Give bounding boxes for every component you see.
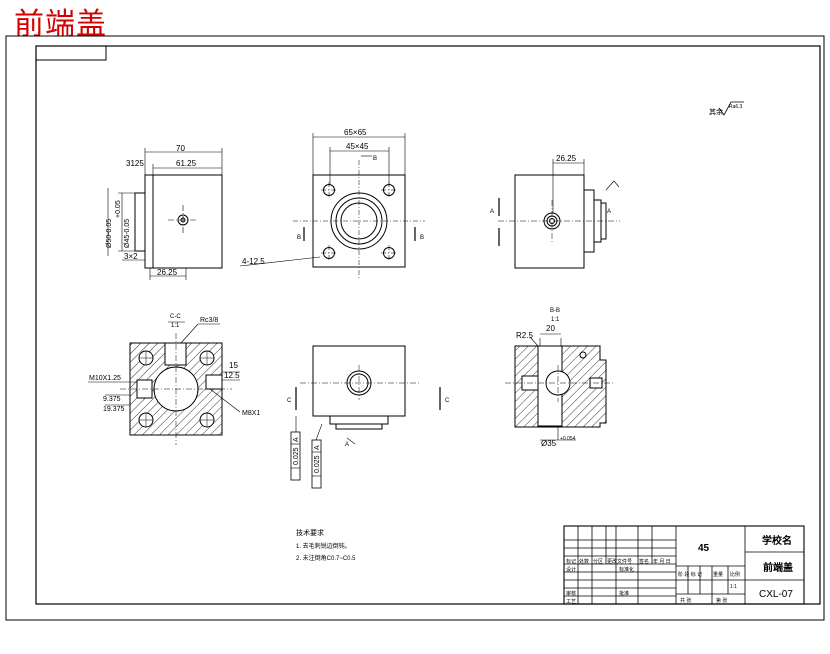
surface-mark-label: 其余 xyxy=(709,107,723,116)
title-material: 45 xyxy=(698,543,710,554)
dim-dia35: Ø35 xyxy=(541,439,557,448)
dim-19-375: 19.375 xyxy=(103,406,125,413)
inner-border xyxy=(35,45,821,605)
right-view xyxy=(498,159,620,269)
title-tab xyxy=(35,45,107,61)
section-c-right: C xyxy=(445,398,450,404)
notes-line-2: 2. 未注倒角C0.7~C0.5 xyxy=(296,554,356,562)
label-m8: M8X1 xyxy=(242,410,260,417)
title-block xyxy=(563,525,805,605)
section-cc-view xyxy=(88,321,241,445)
title-mid-label-1: 批准 xyxy=(619,590,629,597)
dim-65x65: 65×65 xyxy=(344,128,367,137)
section-bb-view xyxy=(505,333,615,441)
dim-dia45: Ø45-0.05 xyxy=(124,219,131,248)
title-scale-label: 比例 xyxy=(730,571,740,578)
title-col-label-1: 分区 xyxy=(593,558,603,565)
dim-r2-5: R2.5 xyxy=(516,331,533,340)
dim-chamfer: 3×2 xyxy=(124,252,138,261)
dim-12-5: 12.5 xyxy=(224,371,240,380)
dim-70: 70 xyxy=(176,144,185,153)
section-b-top: B xyxy=(373,156,377,162)
dim-61-25: 61.25 xyxy=(176,159,197,168)
tol-frame-1-value: 0.025 xyxy=(293,447,300,465)
section-bb-title: B-B xyxy=(550,308,560,314)
title-col-label-4: 年 月 日 xyxy=(653,558,671,565)
dim-dia50: Ø50-0.05 xyxy=(106,219,113,248)
dim-26-25-right: 26.25 xyxy=(556,154,577,163)
left-view xyxy=(107,148,223,280)
section-a-right: A xyxy=(607,209,611,215)
section-cc-scale: 1:1 xyxy=(171,323,180,329)
outer-border xyxy=(5,35,825,621)
document-title: 前端盖 xyxy=(14,7,107,42)
title-stage-label: 阶 段 标 记 xyxy=(678,571,702,578)
front-middle-view xyxy=(290,345,441,489)
title-col-label-2: 更改文件号 xyxy=(607,558,632,565)
section-c-left: C xyxy=(287,398,292,404)
title-mid-label-0: 标准化 xyxy=(619,566,634,573)
title-weight-label: 重量 xyxy=(713,571,723,578)
title-row-label-3: 工艺 xyxy=(566,599,576,605)
title-col-label-0: 处数 xyxy=(579,558,589,565)
dim-45x45: 45×45 xyxy=(346,142,369,151)
dim-dia35-tol: +0.054 xyxy=(560,436,576,442)
title-row-label-0: 标记 xyxy=(566,558,576,565)
section-b-right: B xyxy=(420,235,424,241)
dim-tol-pos: +0.05 xyxy=(115,200,122,218)
dim-26-25-left: 26.25 xyxy=(157,268,178,277)
title-school: 学校名 xyxy=(762,534,792,547)
surface-roughness-mark: 其余 Ra6.3 xyxy=(709,101,744,116)
notes-line-1: 1. 去毛刺锐边倒钝。 xyxy=(296,542,351,550)
dim-holes: 4-12.5 xyxy=(242,257,265,266)
title-row-label-1: 设计 xyxy=(566,566,576,573)
title-drawing-no: CXL-07 xyxy=(759,589,793,600)
section-cc-title: C-C xyxy=(170,314,181,320)
section-a-left: A xyxy=(490,209,494,215)
dim-20: 20 xyxy=(546,324,555,333)
title-sheet-no: 第 张 xyxy=(716,597,727,604)
label-m10: M10X1.25 xyxy=(89,375,121,382)
dim-3125: 3125 xyxy=(126,159,144,168)
tol-frame-2-ref: A xyxy=(314,445,321,450)
label-rc38: Rc3/8 xyxy=(200,317,218,324)
top-middle-view xyxy=(239,133,425,280)
title-row-label-2: 审核 xyxy=(566,590,576,597)
datum-a: A xyxy=(345,442,349,448)
title-part-name: 前端盖 xyxy=(763,561,793,574)
title-col-label-3: 签名 xyxy=(639,558,649,565)
dim-9-375: 9.375 xyxy=(103,396,121,403)
dim-15: 15 xyxy=(229,361,238,370)
section-bb-scale: 1:1 xyxy=(551,317,560,323)
title-scale-value: 1:1 xyxy=(730,584,737,590)
section-b-left: B xyxy=(297,235,301,241)
tol-frame-1-ref: A xyxy=(293,437,300,442)
notes-heading: 技术要求 xyxy=(296,528,324,537)
surface-mark-value: Ra6.3 xyxy=(729,104,743,110)
title-sheet-total: 共 张 xyxy=(680,597,691,604)
tol-frame-2-value: 0.025 xyxy=(314,455,321,473)
